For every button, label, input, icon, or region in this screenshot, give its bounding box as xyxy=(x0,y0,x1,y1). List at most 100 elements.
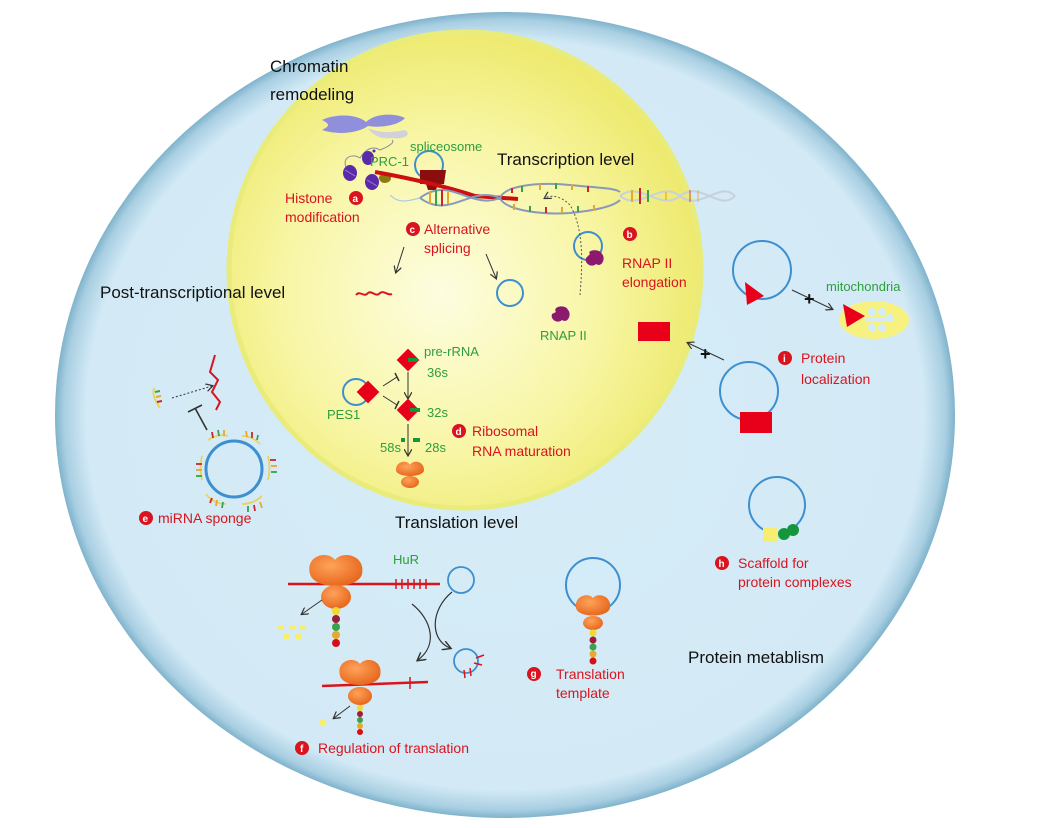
nucleosomes-icon xyxy=(343,139,394,190)
mitochondria-label: mitochondria xyxy=(826,279,901,294)
circrna-product xyxy=(496,279,524,307)
svg-text:h: h xyxy=(719,559,725,570)
svg-text:f: f xyxy=(300,744,304,755)
function-b-line2: elongation xyxy=(622,274,687,290)
linear-rna-product xyxy=(355,291,393,296)
36s-label: 36s xyxy=(427,365,448,380)
function-b-line1: RNAP II xyxy=(622,255,672,271)
hur-circrna-free xyxy=(447,566,475,594)
localization-nuclear-protein xyxy=(638,322,670,341)
nuclear-plus-icon: + xyxy=(700,344,711,364)
function-d-line1: Ribosomal xyxy=(472,423,538,439)
svg-text:c: c xyxy=(410,225,416,236)
nuclear-arrow xyxy=(688,343,725,361)
chromatin-label-line1: Chromatin xyxy=(270,57,348,76)
function-f-label: Regulation of translation xyxy=(318,740,469,756)
mirna-bases xyxy=(154,390,163,403)
svg-text:g: g xyxy=(531,669,537,680)
translation-level-label: Translation level xyxy=(395,513,518,532)
chromosome-icon xyxy=(322,114,408,139)
function-a-line2: modification xyxy=(285,209,360,225)
function-g-line1: Translation xyxy=(556,666,625,682)
rnap2-bound-icon xyxy=(585,250,604,266)
hur-on-circrna xyxy=(463,654,485,679)
rnap2-free-icon xyxy=(551,306,570,322)
svg-text:e: e xyxy=(143,514,149,525)
splice-arrow-circular xyxy=(485,253,496,278)
release-arrow-bottom xyxy=(334,705,351,718)
pes1-inhibit-2 xyxy=(382,395,398,406)
transcription-level-label: Transcription level xyxy=(497,150,634,169)
mito-plus-icon: + xyxy=(804,289,815,309)
exchange-arrow-to-circ xyxy=(434,591,452,648)
target-mrna xyxy=(208,354,222,411)
function-h-line2: protein complexes xyxy=(738,574,852,590)
svg-text:b: b xyxy=(627,230,633,241)
hur-circrna-bound xyxy=(453,648,479,674)
function-c-line1: Alternative xyxy=(424,221,490,237)
58s-label: 58s xyxy=(380,440,401,455)
rnap2-label: RNAP II xyxy=(540,328,587,343)
28s-label: 28s xyxy=(425,440,446,455)
sponge-bound-mirnas xyxy=(196,429,277,512)
badge-b: b xyxy=(623,227,637,241)
localization-circrna-top xyxy=(732,240,792,300)
pes1-diamond xyxy=(356,380,380,404)
nucleus xyxy=(226,29,704,511)
pes1-inhibit-1 xyxy=(382,376,398,387)
32s-diamond xyxy=(396,398,420,422)
dna-helix xyxy=(389,182,736,215)
badge-d: d xyxy=(452,424,466,438)
badge-c: c xyxy=(406,222,420,236)
32s-marker xyxy=(410,408,420,412)
badge-f: f xyxy=(295,741,309,755)
badge-e: e xyxy=(139,511,153,525)
exchange-arrow-down xyxy=(411,603,431,660)
function-i-line2: localization xyxy=(801,371,870,387)
32s-label: 32s xyxy=(427,405,448,420)
svg-text:i: i xyxy=(783,354,786,365)
mirna-fragment xyxy=(152,387,161,409)
badge-i: i xyxy=(778,351,792,365)
scaffold-protein-yellow xyxy=(763,528,778,542)
function-h-line1: Scaffold for xyxy=(738,555,809,571)
pes1-label: PES1 xyxy=(327,407,360,422)
28s-fragment xyxy=(413,438,420,442)
prc1-label: PRC-1 xyxy=(370,154,409,169)
protein-metabolism-label: Protein metablism xyxy=(688,648,824,667)
release-arrow-top xyxy=(302,599,323,614)
mitochondria-icon xyxy=(839,301,909,339)
sponge-inhibit-bar xyxy=(187,404,203,413)
svg-text:a: a xyxy=(353,194,359,205)
localization-rect-protein xyxy=(740,412,772,433)
pes1-inhibit-bar-2 xyxy=(394,400,400,410)
58s-fragment xyxy=(401,438,405,442)
spliceosome-label: spliceosome xyxy=(410,139,482,154)
nascent-rna xyxy=(374,170,519,201)
pre-rrna-label: pre-rRNA xyxy=(424,344,479,359)
sponge-inhibit-line xyxy=(194,407,208,431)
badge-g: g xyxy=(527,667,541,681)
translating-ribosome-bottom xyxy=(321,660,429,735)
function-e-label: miRNA sponge xyxy=(158,510,252,526)
post-transcriptional-level-label: Post-transcriptional level xyxy=(100,283,285,302)
ribosome-icon xyxy=(396,461,424,488)
hur-label: HuR xyxy=(393,552,419,567)
spliceosome-icon xyxy=(420,170,446,190)
mito-arrow xyxy=(791,289,832,309)
template-ribosome xyxy=(575,595,611,665)
chromatin-label-line2: remodeling xyxy=(270,85,354,104)
splice-arrow-linear xyxy=(396,246,405,272)
localization-triangle-protein xyxy=(745,282,764,305)
function-i-line1: Protein xyxy=(801,350,845,366)
released-peptide-single xyxy=(320,720,326,725)
function-c-line2: splicing xyxy=(424,240,471,256)
function-g-line2: template xyxy=(556,685,610,701)
pre-rrna-marker xyxy=(408,358,418,362)
badge-h: h xyxy=(715,556,729,570)
released-peptides xyxy=(278,625,306,639)
scaffold-protein-green-2 xyxy=(787,524,799,536)
pes1-inhibit-bar-1 xyxy=(394,372,400,382)
mirna-dotted-arrow xyxy=(171,386,212,399)
